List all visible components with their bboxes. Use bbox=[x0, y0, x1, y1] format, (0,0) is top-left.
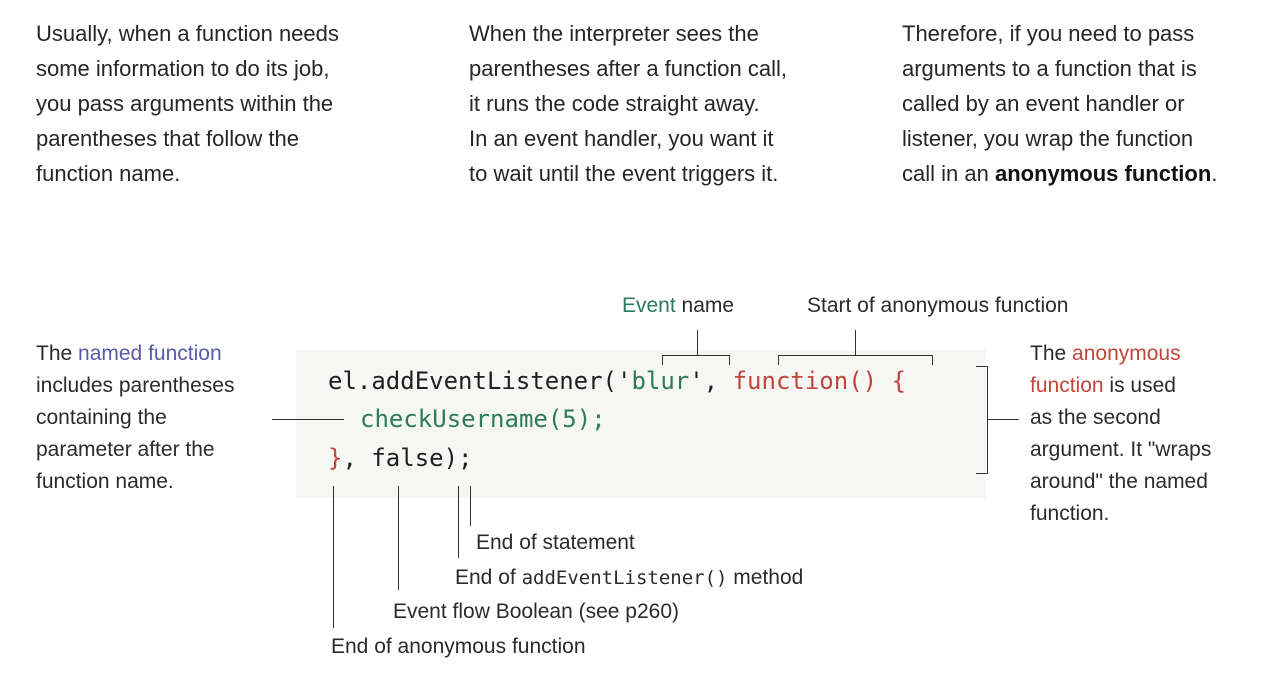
right-bracket-vertical bbox=[987, 366, 988, 474]
end-anon-pointer bbox=[333, 486, 334, 628]
text-span: call in an bbox=[902, 161, 995, 186]
closing-brace-code: } bbox=[328, 444, 343, 472]
event-flow-pointer bbox=[398, 486, 399, 590]
paragraph-line: In an event handler, you want it bbox=[469, 126, 774, 151]
event-name-code: blur bbox=[631, 367, 690, 395]
code-line-3: }, false); bbox=[328, 439, 473, 477]
paragraph-line: When the interpreter sees the bbox=[469, 21, 759, 46]
paragraph-line: to wait until the event triggers it. bbox=[469, 161, 779, 186]
event-bracket-bar bbox=[662, 355, 730, 356]
note-line: argument. It "wraps bbox=[1030, 438, 1212, 461]
note-line: as the second bbox=[1030, 406, 1161, 429]
note-text: The bbox=[1030, 342, 1073, 365]
label-text: name bbox=[675, 294, 735, 317]
anonymous-term: function bbox=[1030, 374, 1104, 397]
paragraph-1: Usually, when a function needs some info… bbox=[36, 16, 339, 191]
code-line-2: checkUsername(5); bbox=[360, 405, 606, 433]
note-line: function is used bbox=[1030, 370, 1211, 402]
note-line: function. bbox=[1030, 502, 1110, 525]
paragraph-line: parentheses that follow the bbox=[36, 126, 299, 151]
code-text: ', bbox=[689, 367, 733, 395]
note-line: The anonymous bbox=[1030, 338, 1211, 370]
paragraph-line: call in an anonymous function. bbox=[902, 156, 1217, 191]
label-text: Event bbox=[622, 294, 676, 317]
note-line: The named function bbox=[36, 338, 234, 370]
anon-bracket-left bbox=[778, 355, 779, 365]
event-bracket-left bbox=[662, 355, 663, 365]
event-name-label: Event name bbox=[622, 290, 734, 322]
end-anonymous-label: End of anonymous function bbox=[331, 635, 586, 658]
paragraph-line: listener, you wrap the function bbox=[902, 126, 1194, 151]
anon-bracket-right bbox=[932, 355, 933, 365]
start-anonymous-label: Start of anonymous function bbox=[807, 294, 1069, 317]
right-bracket-top bbox=[976, 366, 988, 367]
right-note-pointer bbox=[987, 419, 1019, 420]
end-statement-label: End of statement bbox=[476, 531, 635, 554]
paragraph-3: Therefore, if you need to pass arguments… bbox=[902, 16, 1217, 191]
label-text: method bbox=[727, 566, 804, 589]
paragraph-line: it runs the code straight away. bbox=[469, 91, 760, 116]
end-statement-pointer bbox=[470, 486, 471, 526]
event-bracket-stem bbox=[697, 330, 698, 355]
note-line: includes parentheses bbox=[36, 374, 235, 397]
paragraph-line: some information to do its job, bbox=[36, 56, 330, 81]
paragraph-line: arguments to a function that is bbox=[902, 56, 1197, 81]
code-block-background bbox=[296, 350, 986, 498]
label-text: End of bbox=[455, 566, 522, 589]
note-text: The bbox=[36, 342, 79, 365]
paragraph-line: function name. bbox=[36, 161, 181, 186]
right-bracket-bottom bbox=[976, 473, 988, 474]
note-line: around" the named bbox=[1030, 470, 1208, 493]
event-bracket-right bbox=[729, 355, 730, 365]
left-note: The named function includes parentheses … bbox=[36, 338, 234, 498]
note-line: function name. bbox=[36, 470, 174, 493]
paragraph-line: called by an event handler or bbox=[902, 91, 1185, 116]
end-method-label: End of addEventListener() method bbox=[455, 562, 803, 594]
method-code: addEventListener() bbox=[521, 567, 728, 589]
left-note-pointer bbox=[272, 419, 344, 420]
paragraph-line: parentheses after a function call, bbox=[469, 56, 787, 81]
note-text: is used bbox=[1103, 374, 1176, 397]
paragraph-line: you pass arguments within the bbox=[36, 91, 334, 116]
paragraph-line: Therefore, if you need to pass bbox=[902, 21, 1195, 46]
note-line: parameter after the bbox=[36, 438, 215, 461]
anon-bracket-stem bbox=[855, 330, 856, 355]
text-span: . bbox=[1211, 161, 1218, 186]
paragraph-line: Usually, when a function needs bbox=[36, 21, 339, 46]
paragraph-2: When the interpreter sees the parenthese… bbox=[469, 16, 787, 191]
end-method-pointer bbox=[458, 486, 459, 558]
note-line: containing the bbox=[36, 406, 167, 429]
code-line-1: el.addEventListener('blur', function() { bbox=[328, 362, 906, 400]
anon-bracket-bar bbox=[778, 355, 933, 356]
event-flow-label: Event flow Boolean (see p260) bbox=[393, 600, 680, 623]
anonymous-function-code: function() { bbox=[732, 367, 906, 395]
named-function-term: named function bbox=[78, 342, 222, 365]
code-text: el.addEventListener(' bbox=[328, 367, 632, 395]
anonymous-term: anonymous bbox=[1072, 342, 1181, 365]
bold-term: anonymous function bbox=[994, 161, 1212, 186]
code-text: , false); bbox=[342, 444, 473, 472]
right-note: The anonymous function is used as the se… bbox=[1030, 338, 1211, 530]
